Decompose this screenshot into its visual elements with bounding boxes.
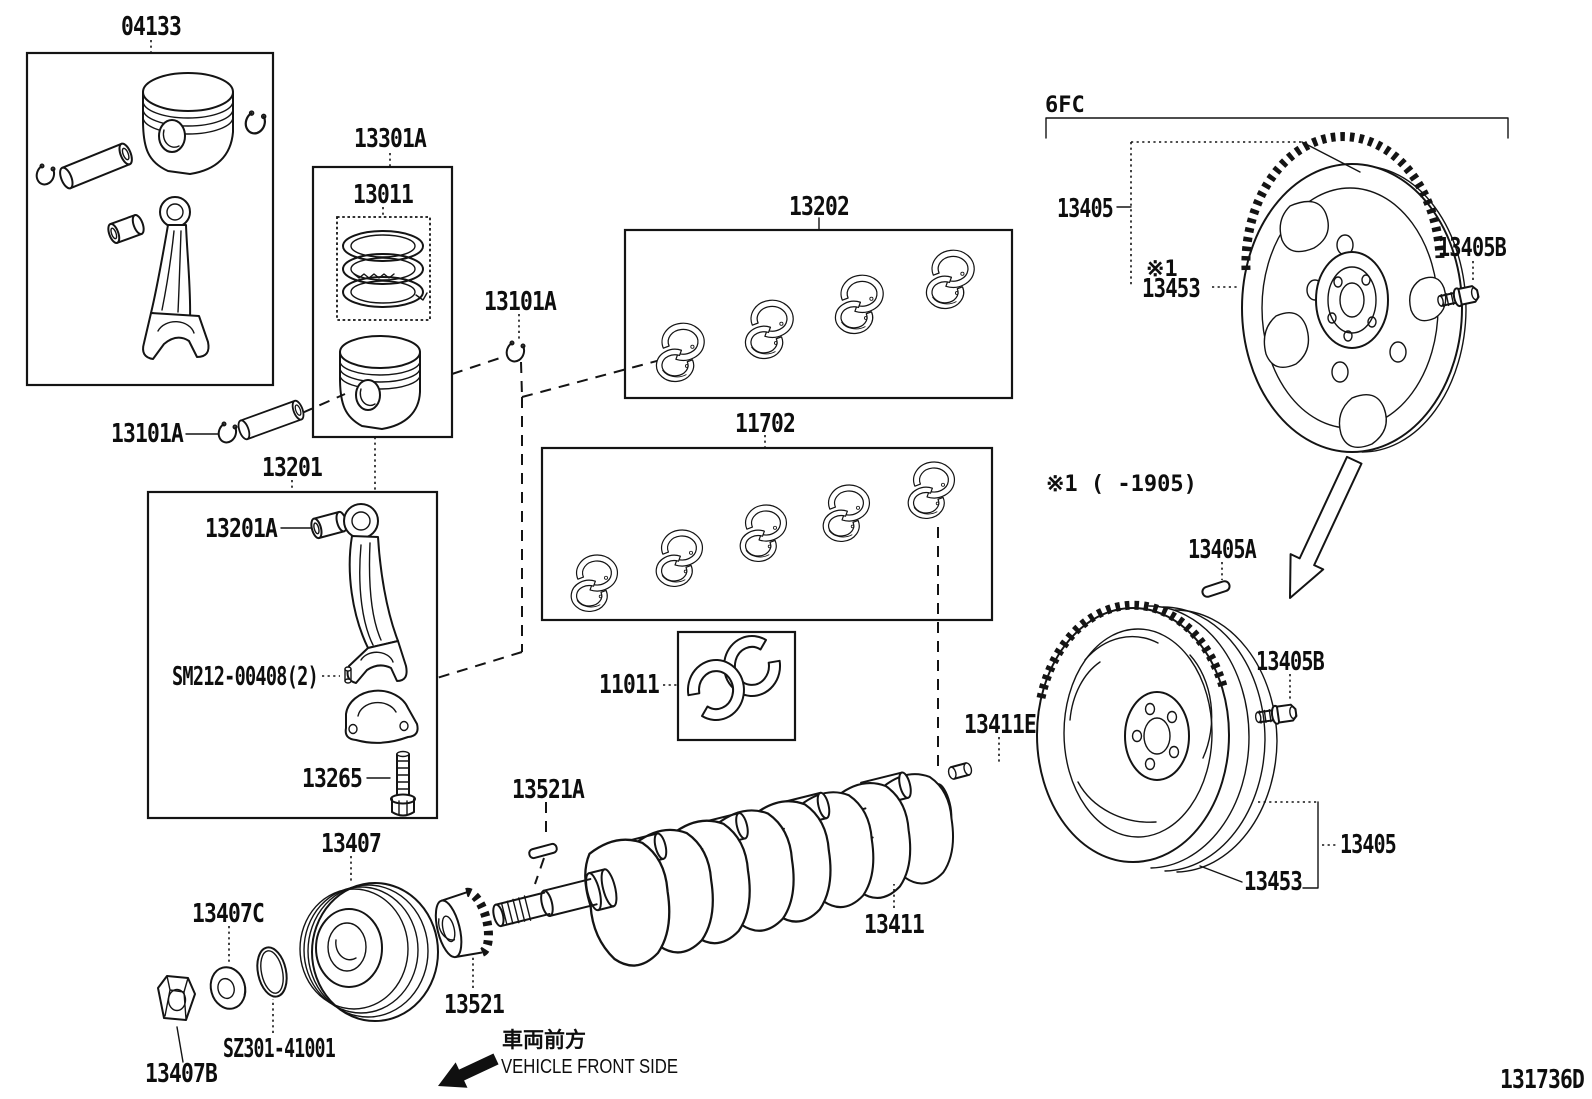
- assembly-dash-lines: [301, 355, 939, 885]
- callout-13405A: 13405A: [1188, 535, 1257, 565]
- callout-13011: 13011: [353, 180, 413, 210]
- bearing-shell-icon: [907, 461, 956, 520]
- straight-pin-13411E: [947, 762, 973, 780]
- piston-ring-kit-box-13301A: [311, 165, 454, 439]
- snap-ring-icon: [217, 421, 238, 444]
- connecting-rod-13201: [343, 503, 408, 684]
- callout-13101A-right: 13101A: [484, 287, 557, 317]
- bearing-shell-icon: [570, 554, 619, 613]
- callout-04133: 04133: [121, 12, 181, 42]
- bearing-shell-icon: [655, 529, 704, 588]
- washer-13407C: [209, 966, 247, 1010]
- leader-lines: [150, 40, 1509, 1063]
- callout-13405B-bottom: 13405B: [1256, 647, 1324, 677]
- applicability-note: ※1 ( -1905): [1046, 472, 1197, 497]
- piston-rings-13011: [342, 230, 428, 308]
- bearing-shell-icon: [739, 504, 788, 563]
- rod-bushing-icon: [308, 509, 350, 541]
- callout-sm212: SM212-00408(2): [172, 662, 318, 692]
- callout-13521A: 13521A: [512, 775, 585, 805]
- snap-ring-icon: [35, 163, 56, 186]
- flywheel-13405: [1036, 600, 1278, 873]
- connecting-rod-box-13201: [146, 490, 439, 820]
- callout-sz301: SZ301-41001: [223, 1034, 335, 1064]
- callout-13201: 13201: [262, 453, 322, 483]
- crankshaft-bearing-box-13202: [623, 228, 1014, 400]
- replacement-arrow-icon: [1289, 455, 1363, 599]
- bearing-shell-icon: [834, 274, 884, 335]
- oring-sz301-41001: [256, 946, 288, 998]
- callout-13201A: 13201A: [205, 514, 278, 544]
- piston-pin-icon: [56, 140, 136, 192]
- vehicle-front-annotation: 車両前方 VEHICLE FRONT SIDE: [438, 1028, 678, 1088]
- callout-13265: 13265: [302, 764, 362, 794]
- vehicle-front-jp: 車両前方: [502, 1028, 586, 1052]
- piston-kit-box-04133: [25, 51, 275, 387]
- rod-bolt-13265: [390, 750, 416, 817]
- dowel-pin-sm212: [344, 666, 352, 684]
- pulley-13407: [299, 882, 439, 1022]
- cutout: [1338, 394, 1387, 448]
- main-bearing-box-11702: [540, 446, 994, 622]
- callout-13453-bottom: 13453: [1244, 867, 1302, 897]
- flywheel-bolt-icon: [1253, 702, 1299, 728]
- callout-13453-top: 13453: [1142, 274, 1200, 304]
- snap-ring-icon: [505, 340, 526, 363]
- vehicle-front-arrow-icon: [438, 1053, 499, 1088]
- callout-13407C: 13407C: [192, 899, 264, 929]
- piston-13301A: [339, 335, 421, 430]
- bearing-shell-icon: [655, 322, 705, 383]
- callout-13202: 13202: [789, 192, 849, 222]
- callout-13407: 13407: [321, 829, 381, 859]
- callout-13521: 13521: [444, 990, 504, 1020]
- nut-13407B: [157, 975, 196, 1021]
- drive-plate-13405-6fc: [1241, 132, 1467, 453]
- callout-13101A-left: 13101A: [111, 419, 184, 449]
- star-mark-top: ※1: [1146, 257, 1178, 282]
- bearing-shell-icon: [744, 299, 794, 360]
- woodruff-key-13521A: [528, 842, 558, 860]
- callout-11702: 11702: [735, 409, 795, 439]
- figure-number: 131736D: [1500, 1065, 1584, 1095]
- cutout: [1263, 312, 1310, 368]
- callouts: 04133 13301A 13011 13101A 13101A 13201 1…: [111, 12, 1507, 1089]
- snap-ring-icon: [244, 110, 267, 135]
- callout-11011: 11011: [599, 670, 659, 700]
- rod-bushing-icon: [105, 212, 147, 246]
- thrust-washer-box-11011: [676, 630, 797, 742]
- vehicle-front-en: VEHICLE FRONT SIDE: [501, 1056, 678, 1078]
- connecting-rod-04133: [142, 196, 210, 360]
- callout-13405-top: 13405: [1057, 194, 1113, 224]
- cutout: [1279, 200, 1329, 253]
- crankshaft-13411: [492, 765, 968, 975]
- thrust-washer-icon: [686, 659, 745, 721]
- woodruff-key-13405A: [1201, 580, 1231, 598]
- callout-13407B: 13407B: [145, 1059, 217, 1089]
- variant-6fc: 6FC: [1045, 93, 1085, 118]
- callout-13411E: 13411E: [964, 710, 1036, 740]
- cutout: [1408, 276, 1447, 322]
- rod-cap-13201: [344, 689, 419, 744]
- callout-13411: 13411: [864, 910, 924, 940]
- callout-13405-bottom: 13405: [1340, 830, 1396, 860]
- callout-13405B-top: 13405B: [1438, 233, 1506, 263]
- callout-13301A: 13301A: [354, 124, 427, 154]
- bearing-shell-icon: [822, 484, 871, 543]
- bearing-shell-icon: [925, 249, 975, 310]
- piston-04133: [142, 72, 234, 175]
- timing-gear-13521: [434, 887, 493, 959]
- piston-pin-icon: [235, 398, 307, 442]
